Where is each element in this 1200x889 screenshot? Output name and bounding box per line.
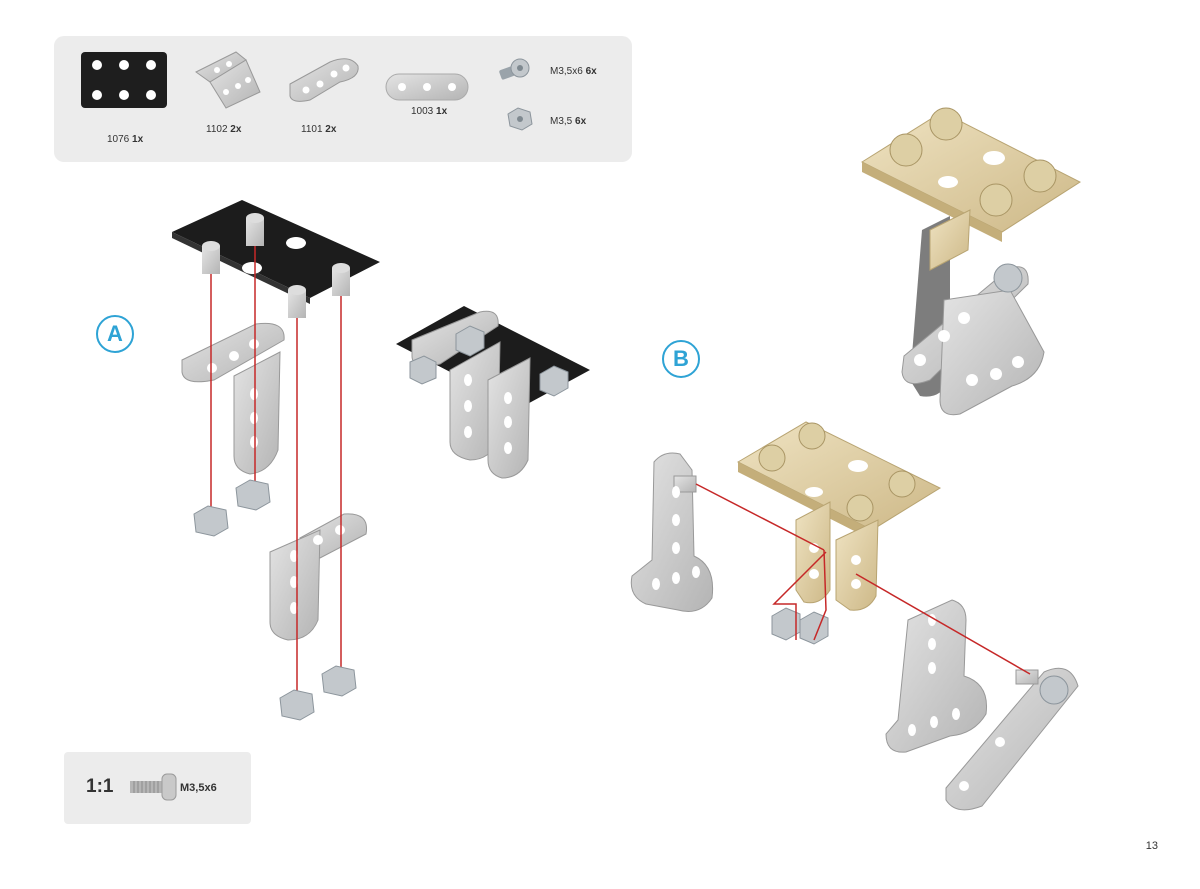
step-a-nuts: [193, 479, 357, 721]
part-nut-label: M3,5 6x: [550, 116, 587, 127]
part-1003-strip-icon: [385, 73, 469, 101]
part-1003-label: 1003 1x: [411, 106, 448, 117]
part-1102-label: 1102 2x: [206, 124, 242, 135]
scale-reference-box: 1:1 M3,5x6: [64, 752, 251, 824]
step-a-assembled: [396, 306, 590, 479]
scale-screw-label: M3,5x6: [180, 782, 217, 794]
screw-actual-size-icon: [130, 773, 177, 801]
step-b-assembled: [860, 107, 1082, 416]
step-b-tan-plate: [736, 421, 942, 611]
step-a-badge: A: [96, 315, 134, 353]
part-1076-label: 1076 1x: [107, 134, 144, 145]
step-b-nuts: [771, 607, 829, 645]
part-screw-label: M3,5x6 6x: [550, 66, 597, 77]
step-b-guide-lines: [695, 483, 1031, 675]
part-1102-angle-icon: [195, 51, 261, 109]
part-nut-icon: [507, 107, 533, 131]
step-b-left-bracket: [630, 452, 714, 612]
scale-ratio: 1:1: [86, 776, 114, 797]
step-b-arm-strip: [945, 667, 1079, 811]
part-1076-plate-icon: [81, 52, 167, 108]
step-a-screws: [202, 213, 350, 318]
step-a-guide-lines: [210, 246, 342, 698]
step-a-angle-bracket-lower: [269, 513, 368, 641]
part-1101-plate-icon: [289, 58, 359, 102]
part-screw-icon: [499, 58, 530, 80]
part-1101-label: 1101 2x: [301, 124, 337, 135]
page-number: 13: [1145, 840, 1158, 852]
step-a-angle-bracket-upper: [181, 322, 285, 475]
step-b-right-bracket: [885, 599, 988, 753]
step-b-badge: B: [662, 340, 700, 378]
